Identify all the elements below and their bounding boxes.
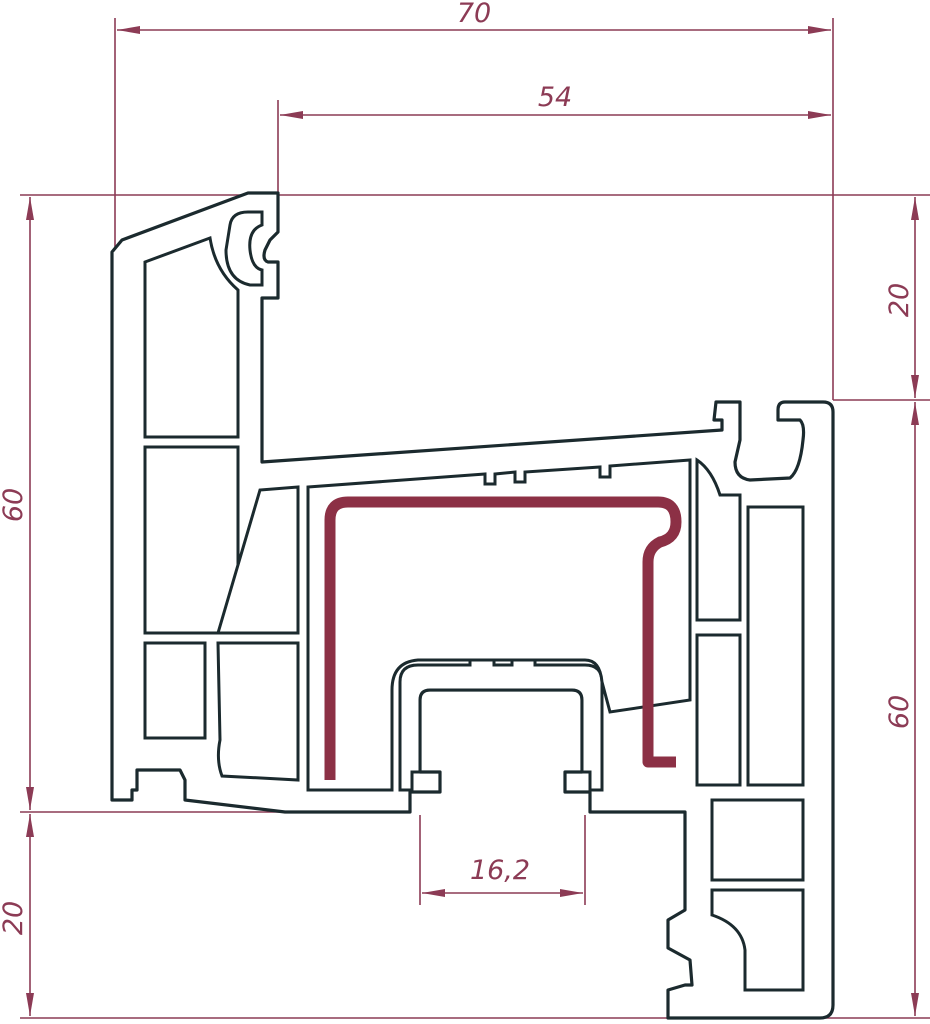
profile-chambers — [143, 210, 805, 992]
dimension-54: 54 — [280, 82, 831, 119]
dimension-60-right: 60 — [884, 402, 919, 1016]
window-profile — [110, 191, 835, 1020]
steel-reinforcement — [324, 496, 682, 780]
dimension-label-16-2: 16,2 — [469, 855, 531, 886]
dimension-20-top-right: 20 — [884, 197, 919, 398]
dimension-label-20-bottom: 20 — [0, 901, 29, 935]
dimension-label-20-top: 20 — [884, 283, 915, 317]
dimension-label-60-right: 60 — [884, 695, 915, 729]
dimension-16-2 — [422, 889, 583, 897]
dimension-label-70: 70 — [457, 0, 491, 29]
dimension-label-54: 54 — [538, 82, 572, 113]
dimension-label-60-left: 60 — [0, 488, 29, 522]
dimension-20-bottom-left: 20 — [0, 814, 34, 1016]
dimension-70: 70 — [117, 0, 831, 34]
dimension-60-left: 60 — [0, 197, 34, 810]
